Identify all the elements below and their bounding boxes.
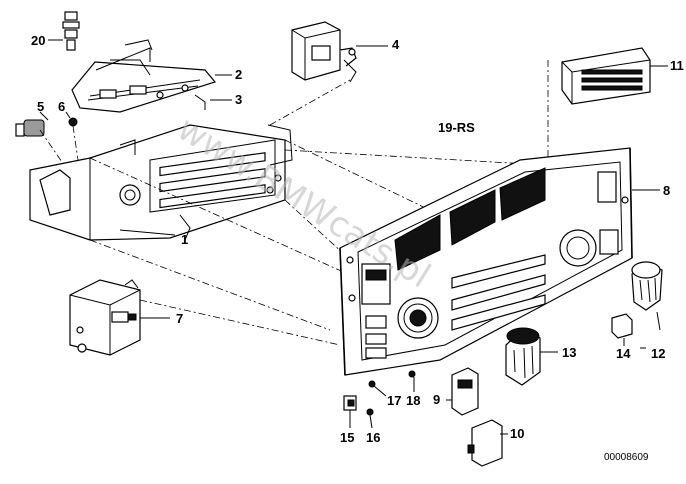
part-11-vent-grille [561,47,668,105]
part-13-knob [505,327,558,386]
callout-1: 1 [181,232,188,247]
variant-label: 19-RS [438,120,475,135]
callout-3: 3 [235,92,242,107]
part-4-actuator [291,21,388,83]
leader-lines [640,347,646,349]
part-20-clip [48,11,80,51]
callout-9: 9 [433,392,440,407]
callout-10: 10 [510,426,524,441]
callout-18: 18 [406,393,420,408]
callout-2: 2 [235,67,242,82]
callout-15: 15 [340,430,354,445]
callout-12: 12 [651,346,665,361]
callout-14: 14 [616,346,631,361]
part-18-screw [408,370,416,392]
part-15-clip [343,395,357,428]
part-8-front-panel [339,147,660,376]
callout-17: 17 [387,393,401,408]
part-12-knob [631,261,663,331]
callout-labels: 20 2 3 4 5 6 1 7 8 11 12 13 14 9 10 15 1… [31,33,684,445]
part-14-cap [611,313,633,346]
part-16-screw [366,408,374,429]
part-5-bulb [15,111,49,137]
part-9-switch [446,367,479,416]
callout-5: 5 [37,99,44,114]
part-10-cover [467,419,508,467]
callout-8: 8 [663,183,670,198]
callout-7: 7 [176,311,183,326]
part-7-servomotor [69,279,170,356]
callout-20: 20 [31,33,45,48]
part-6-screw [65,111,78,127]
assembly-lines [39,60,549,346]
part-1-housing [29,124,293,241]
callout-16: 16 [366,430,380,445]
callout-4: 4 [392,37,400,52]
part-17-screw [368,380,387,397]
callout-11: 11 [670,58,684,73]
callout-6: 6 [58,99,65,114]
part-2-bracket [71,39,232,113]
reference-number: 00008609 [604,452,649,463]
callout-13: 13 [562,345,576,360]
